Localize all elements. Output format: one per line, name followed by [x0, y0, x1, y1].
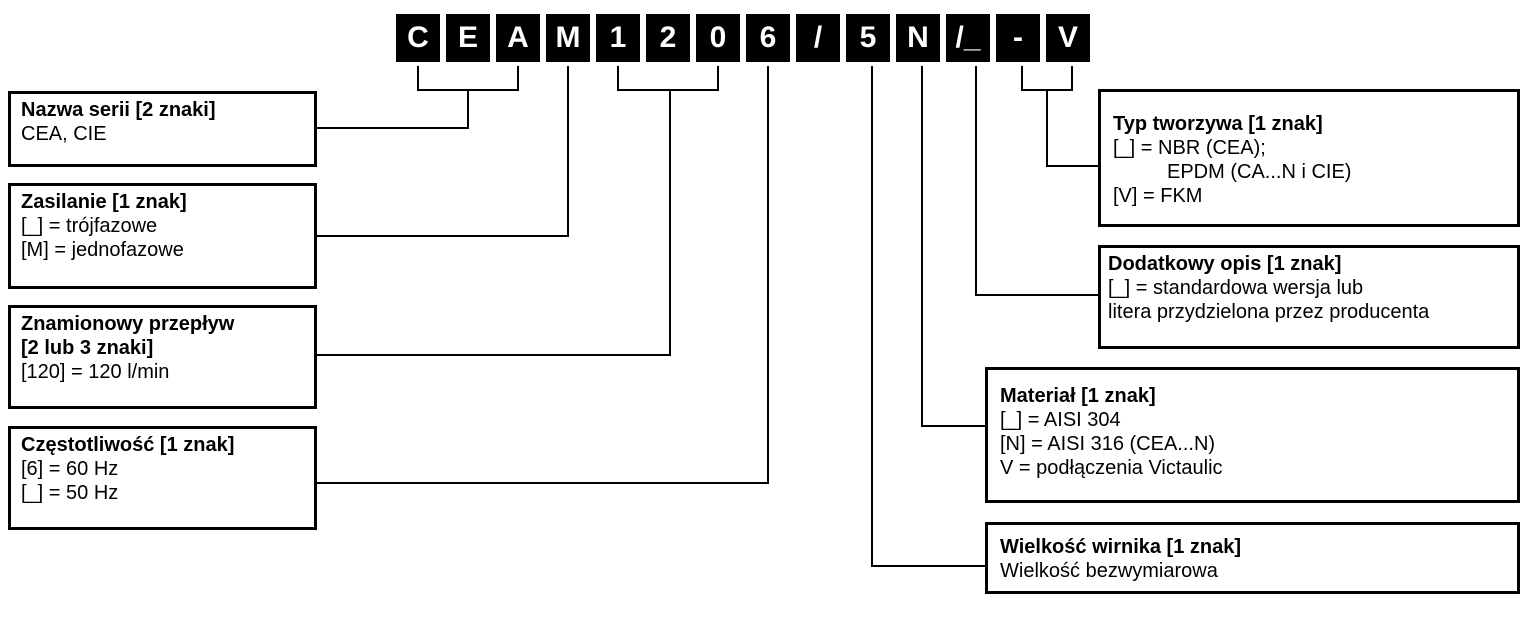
- code-cell-1: 1: [596, 14, 640, 62]
- connector-extra: [975, 66, 1098, 296]
- box-flow-title-2: [2 lub 3 znaki]: [21, 337, 154, 359]
- box-series-line: CEA, CIE: [21, 123, 107, 145]
- box-series: Nazwa serii [2 znaki] CEA, CIE: [8, 91, 317, 167]
- code-cell-slash-underscore: /_: [946, 14, 990, 62]
- code-cell-6: 6: [746, 14, 790, 62]
- box-power-line: [_] = trójfazowe: [21, 215, 158, 237]
- box-impeller-line: Wielkość bezwymiarowa: [1000, 560, 1218, 582]
- box-plastic-line: EPDM (CA...N i CIE): [1167, 161, 1352, 183]
- box-plastic-title: Typ tworzywa [1 znak]: [1113, 113, 1323, 135]
- box-extra: Dodatkowy opis [1 znak] [_] = standardow…: [1098, 245, 1520, 349]
- box-power: Zasilanie [1 znak] [_] = trójfazowe [M] …: [8, 183, 317, 289]
- box-frequency-line: [_] = 50 Hz: [21, 482, 119, 504]
- code-cell-n: N: [896, 14, 940, 62]
- box-series-title: Nazwa serii [2 znaki]: [21, 99, 216, 121]
- connector-series: [317, 66, 519, 129]
- box-power-line: [M] = jednofazowe: [21, 239, 184, 261]
- box-impeller: Wielkość wirnika [1 znak] Wielkość bezwy…: [985, 522, 1520, 594]
- box-power-title: Zasilanie [1 znak]: [21, 191, 187, 213]
- box-material-line: V = podłączenia Victaulic: [1000, 457, 1223, 479]
- code-cell-a: A: [496, 14, 540, 62]
- connector-material: [921, 66, 985, 427]
- connector-frequency: [317, 66, 769, 484]
- code-cell-slash: /: [796, 14, 840, 62]
- box-frequency: Częstotliwość [1 znak] [6] = 60 Hz [_] =…: [8, 426, 317, 530]
- box-frequency-title: Częstotliwość [1 znak]: [21, 434, 235, 456]
- box-plastic-line: [_] = NBR (CEA);: [1113, 137, 1266, 159]
- box-plastic: Typ tworzywa [1 znak] [_] = NBR (CEA); E…: [1098, 89, 1520, 227]
- box-extra-line: litera przydzielona przez producenta: [1108, 301, 1430, 323]
- box-material: Materiał [1 znak] [_] = AISI 304 [N] = A…: [985, 367, 1520, 503]
- code-cell-0: 0: [696, 14, 740, 62]
- connector-power: [317, 66, 569, 237]
- box-impeller-title: Wielkość wirnika [1 znak]: [1000, 536, 1242, 558]
- code-cell-m: M: [546, 14, 590, 62]
- code-cell-dash: -: [996, 14, 1040, 62]
- connector-flow: [317, 66, 719, 356]
- code-cell-v: V: [1046, 14, 1090, 62]
- code-cell-c: C: [396, 14, 440, 62]
- box-plastic-line: [V] = FKM: [1113, 185, 1203, 207]
- code-cell-e: E: [446, 14, 490, 62]
- box-flow-title: Znamionowy przepływ: [21, 313, 235, 335]
- box-material-title: Materiał [1 znak]: [1000, 385, 1156, 407]
- box-material-line: [N] = AISI 316 (CEA...N): [1000, 433, 1216, 455]
- code-cell-5: 5: [846, 14, 890, 62]
- box-frequency-line: [6] = 60 Hz: [21, 458, 119, 480]
- box-material-line: [_] = AISI 304: [1000, 409, 1121, 431]
- box-flow: Znamionowy przepływ [2 lub 3 znaki] [120…: [8, 305, 317, 409]
- connector-impeller: [871, 66, 985, 567]
- box-extra-line: [_] = standardowa wersja lub: [1108, 277, 1364, 299]
- connector-plastic: [1021, 66, 1098, 167]
- code-cell-2: 2: [646, 14, 690, 62]
- box-flow-line: [120] = 120 l/min: [21, 361, 170, 383]
- box-extra-title: Dodatkowy opis [1 znak]: [1108, 253, 1342, 275]
